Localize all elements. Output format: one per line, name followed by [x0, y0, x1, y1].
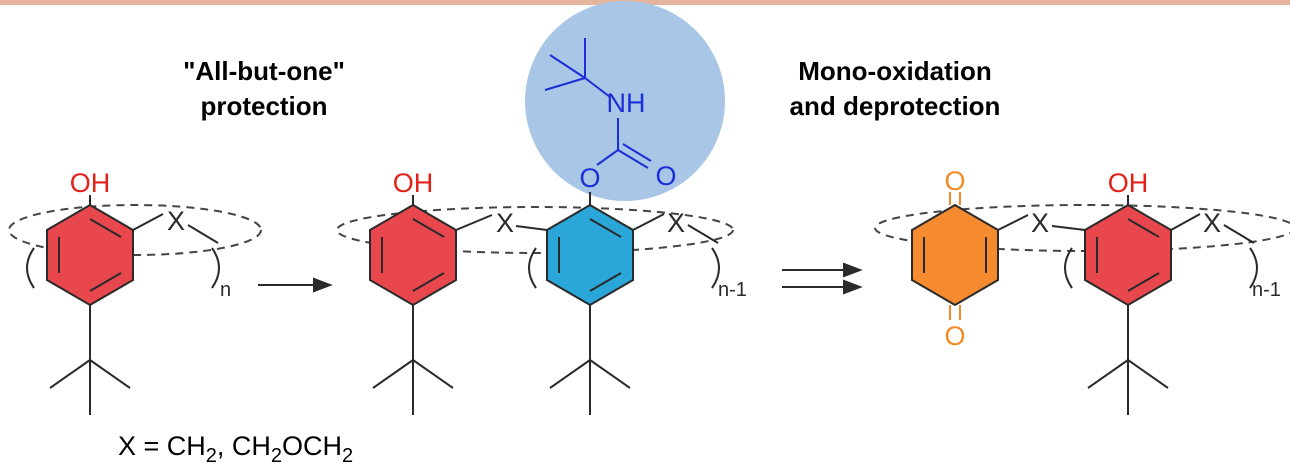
ring-to-x-bond — [132, 213, 164, 231]
macrocycle-ellipse-start — [8, 204, 262, 256]
boc-carbamate — [544, 38, 652, 169]
carbamate-highlight-circle — [525, 1, 725, 201]
carbamate-carbonyl-oxygen: O — [655, 161, 676, 191]
oxidation-label-line2: and deprotection — [790, 91, 1001, 121]
protection-label-line1: "All-but-one" — [183, 56, 345, 86]
carbamate-nh-label: NH — [607, 88, 646, 118]
hydroxyl-label-3: OH — [1108, 168, 1149, 198]
quinone-carbonyls — [949, 192, 961, 320]
molecule-product: O O OH X X n-1 — [911, 166, 1281, 415]
carbamate-ether-oxygen: O — [579, 163, 600, 193]
top-rule — [0, 0, 1290, 5]
oxidation-label-line1: Mono-oxidation — [798, 56, 992, 86]
linker-x-label-5: X — [1203, 208, 1221, 238]
repeat-subscript-n: n — [220, 279, 231, 301]
protection-label-line2: protection — [200, 91, 327, 121]
hydroxyl-label: OH — [70, 168, 111, 198]
repeat-subscript-n-minus-1: n-1 — [718, 279, 747, 301]
linker-x-label-2: X — [496, 208, 514, 238]
molecule-starting: OH X n — [26, 168, 231, 415]
quinone-bottom-oxygen: O — [944, 321, 965, 351]
x-to-bracket-bond — [187, 224, 219, 244]
linker-x-label-3: X — [667, 208, 685, 238]
close-bracket — [211, 247, 220, 289]
reaction-arrow-protection — [258, 277, 333, 293]
linker-x-label-4: X — [1031, 208, 1049, 238]
repeat-subscript-n-minus-1-product: n-1 — [1252, 279, 1281, 301]
linker-x-label: X — [167, 206, 185, 236]
molecule-protected: OH X X O O NH n-1 — [369, 38, 747, 415]
macrocycle-ellipse-protected — [336, 206, 734, 254]
linker-definition-footnote: X = CH2, CH2OCH2 — [118, 431, 353, 467]
open-bracket — [26, 247, 35, 289]
quinone-top-oxygen: O — [944, 166, 965, 196]
reaction-arrow-oxidation — [782, 262, 863, 295]
hydroxyl-label-2: OH — [393, 168, 434, 198]
